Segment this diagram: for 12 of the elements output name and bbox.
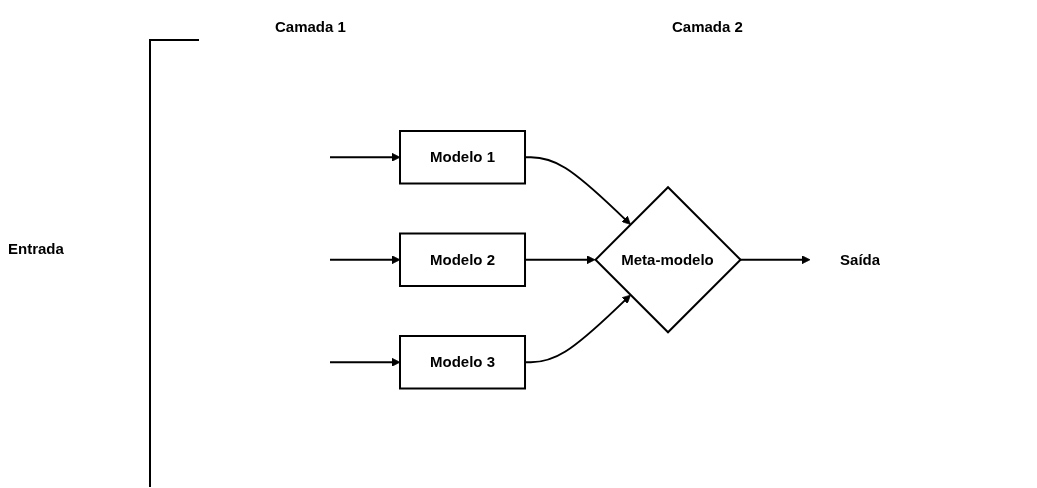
arrow	[524, 255, 596, 265]
layer-label: Camada 1	[275, 18, 346, 35]
node-text: Saída	[840, 250, 881, 268]
layer-label: Camada 2	[672, 18, 743, 35]
input-label: Entrada	[8, 240, 64, 257]
node-box: Modelo 2	[398, 232, 526, 288]
arrow	[524, 295, 631, 364]
arrow	[739, 255, 811, 265]
node-box: Modelo 3	[398, 335, 526, 390]
node-diamond: Meta-modelo	[594, 186, 742, 334]
node-box: Modelo 1	[398, 130, 526, 185]
arrow	[524, 156, 631, 225]
